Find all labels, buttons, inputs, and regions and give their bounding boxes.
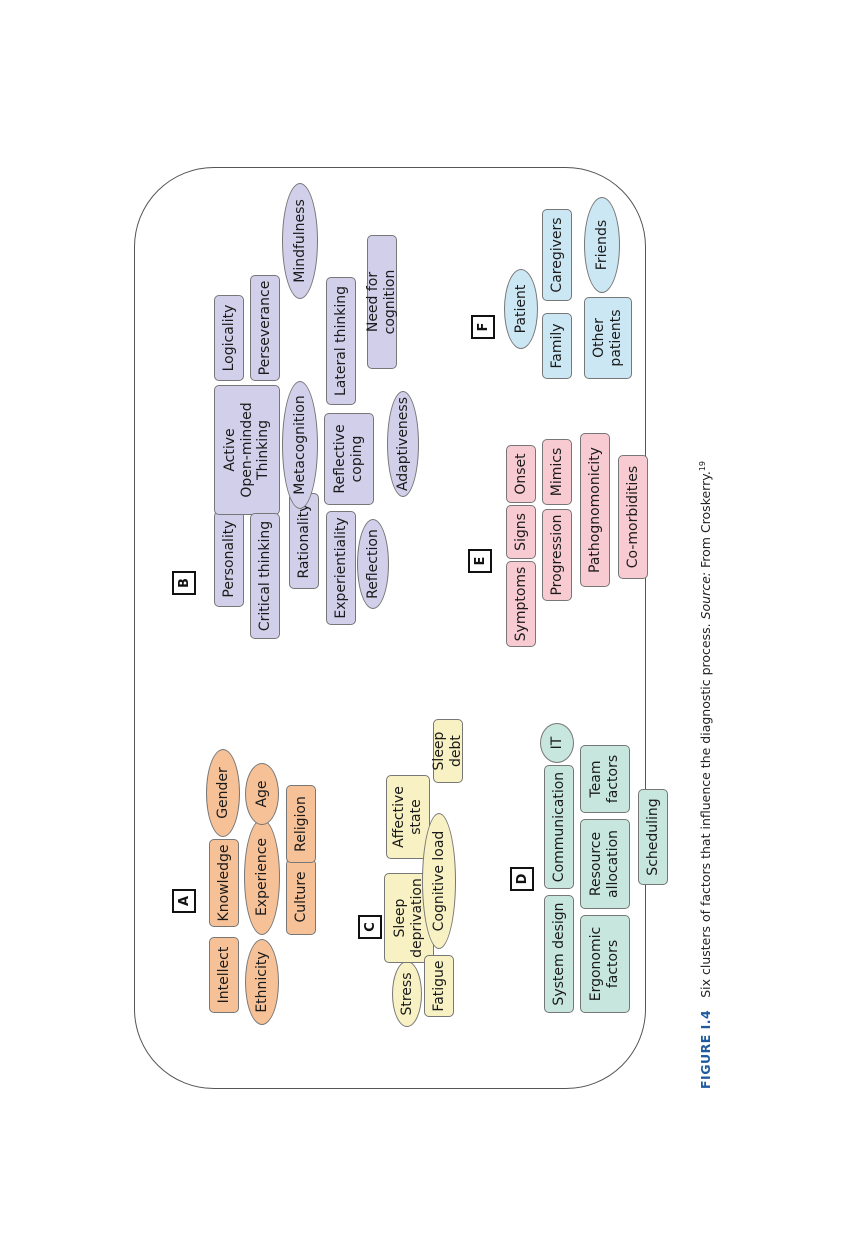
factor-fatigue: Fatigue: [423, 955, 454, 1017]
factor-family: Family: [541, 313, 572, 379]
factor-knowledge: Knowledge: [208, 839, 239, 927]
factor-religion: Religion: [285, 785, 316, 863]
factor-system-design: System design: [543, 895, 574, 1013]
factor-affective-state: Affective state: [385, 775, 430, 859]
factor-intellect: Intellect: [208, 937, 239, 1013]
factor-active-open-minded-thinking: Active Open-minded Thinking: [213, 385, 280, 515]
cluster-b-label: B: [171, 571, 196, 595]
factor-experience: Experience: [243, 819, 280, 935]
factor-personality: Personality: [213, 511, 244, 607]
cluster-d-label: D: [509, 867, 534, 891]
factor-gender: Gender: [205, 749, 240, 837]
factor-onset: Onset: [505, 445, 536, 503]
factor-communication: Communication: [543, 765, 574, 889]
factor-ergonomic-factors: Ergonomic factors: [579, 915, 630, 1013]
factor-need-for-cognition: Need for cognition: [365, 235, 398, 369]
factor-experientiality: Experientiality: [325, 511, 356, 625]
factor-patient: Patient: [503, 269, 538, 349]
cluster-f-label: F: [470, 315, 495, 339]
factor-it: IT: [539, 723, 574, 763]
figure-source-label: Source:: [697, 571, 713, 620]
factor-adaptiveness: Adaptiveness: [386, 391, 419, 497]
factor-metacognition: Metacognition: [281, 381, 318, 509]
factor-perseverance: Perseverance: [249, 275, 280, 381]
cluster-a-label: A: [171, 889, 196, 913]
figure-source-text: From Croskerry.: [697, 471, 713, 568]
factor-team-factors: Team factors: [579, 745, 630, 813]
factor-scheduling: Scheduling: [637, 789, 668, 885]
factor-symptoms: Symptoms: [505, 561, 536, 647]
figure-caption-text: Six clusters of factors that influence t…: [697, 623, 713, 998]
factor-resource-allocation: Resource allocation: [579, 819, 630, 909]
factor-logicality: Logicality: [213, 295, 244, 381]
factor-lateral-thinking: Lateral thinking: [325, 277, 356, 405]
figure-reference: 19: [697, 460, 707, 472]
factor-caregivers: Caregivers: [541, 209, 572, 301]
factor-reflective-coping: Reflective coping: [323, 413, 374, 505]
factor-co-morbidities: Co-morbidities: [617, 455, 648, 579]
diagram-canvas: A Intellect Knowledge Gender Ethnicity E…: [124, 119, 744, 1119]
factor-cognitive-load: Cognitive load: [421, 813, 456, 949]
factor-other-patients: Other patients: [583, 297, 632, 379]
figure-caption: FIGURE I.4 Six clusters of factors that …: [698, 129, 713, 1089]
figure-label: FIGURE I.4: [697, 1009, 713, 1089]
factor-culture: Culture: [285, 859, 316, 935]
factor-stress: Stress: [391, 961, 422, 1027]
factor-critical-thinking: Critical thinking: [249, 513, 280, 639]
factor-age: Age: [244, 763, 279, 825]
factor-signs: Signs: [505, 505, 536, 559]
factor-mindfulness: Mindfulness: [281, 183, 318, 299]
factor-sleep-debt: Sleep debt: [431, 719, 464, 783]
factor-progression: Progression: [541, 509, 572, 601]
cluster-c-label: C: [357, 915, 382, 939]
factor-ethnicity: Ethnicity: [244, 939, 279, 1025]
factor-reflection: Reflection: [356, 519, 389, 609]
factor-mimics: Mimics: [541, 439, 572, 505]
factor-friends: Friends: [583, 197, 620, 293]
factor-pathognomonicity: Pathognomonicity: [579, 433, 610, 587]
cluster-e-label: E: [467, 549, 492, 573]
